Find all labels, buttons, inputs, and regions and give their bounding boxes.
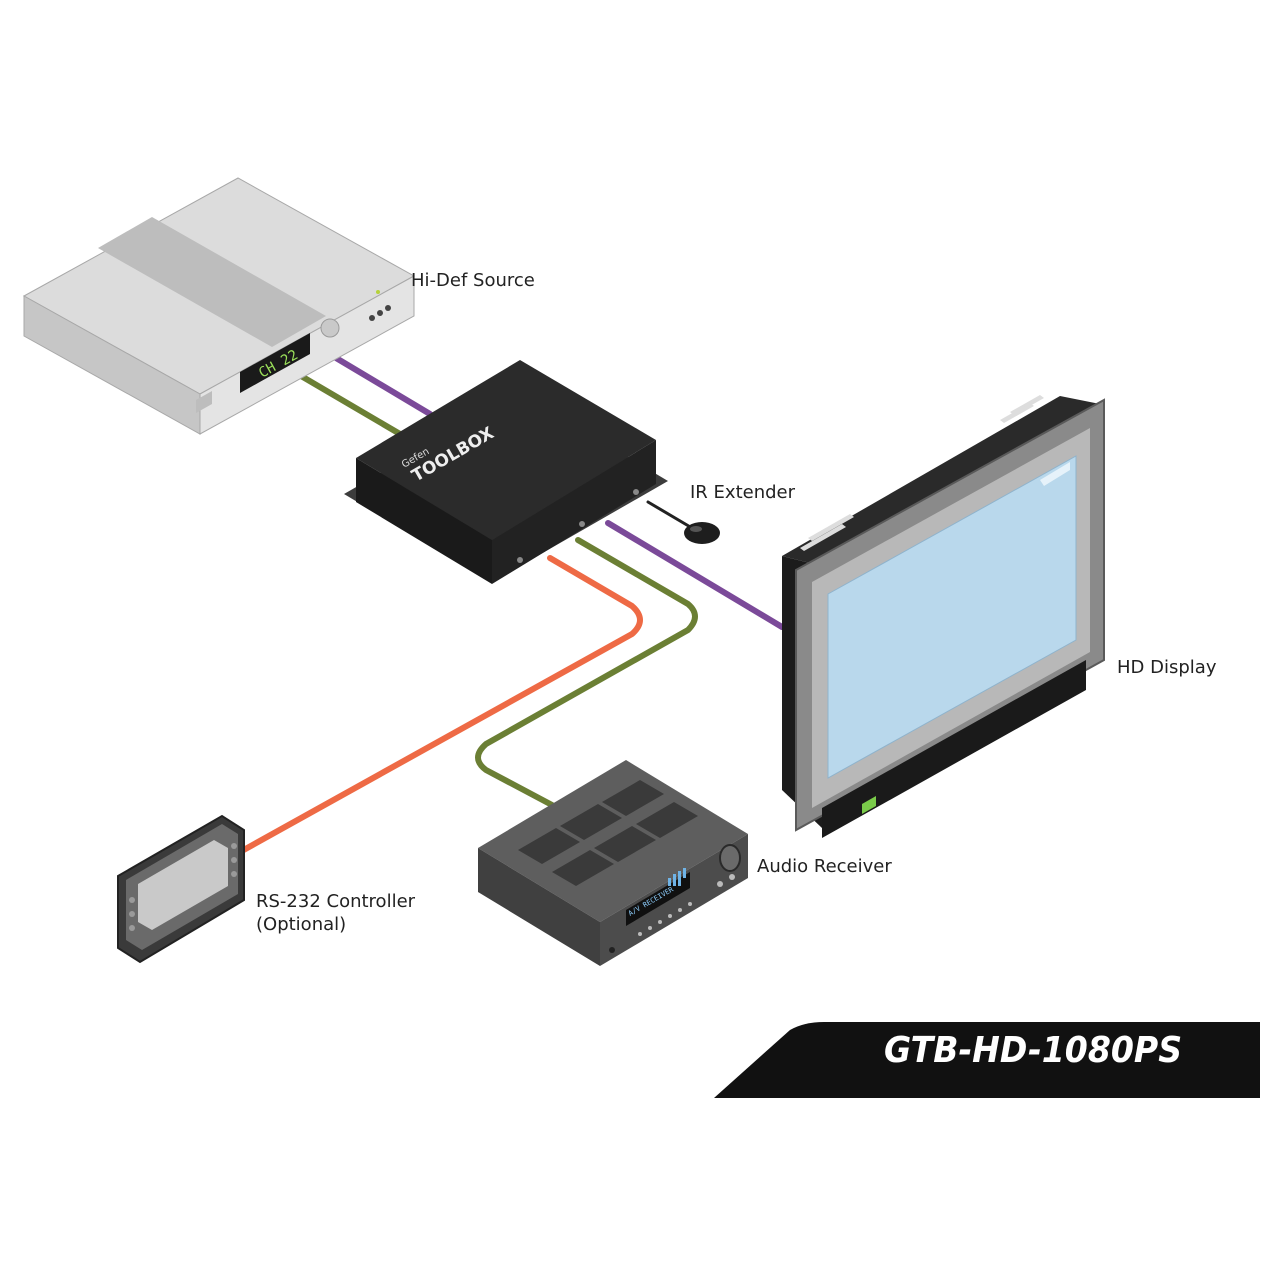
label-rs232-optional: (Optional) bbox=[256, 914, 347, 935]
rs232-controller-device bbox=[117, 814, 245, 964]
audio-cable-source bbox=[293, 370, 403, 437]
audio-receiver-device bbox=[478, 760, 748, 966]
source-display-window bbox=[240, 333, 310, 393]
label-rs232-controller: RS-232 Controller bbox=[256, 891, 416, 912]
source-nav-pad bbox=[320, 318, 340, 338]
label-ir-extender: IR Extender bbox=[690, 482, 796, 503]
ir-extender-device bbox=[684, 522, 720, 544]
source-power-led bbox=[376, 290, 380, 294]
model-name: GTB-HD-1080PS bbox=[884, 1030, 1183, 1071]
hdmi-cable-display bbox=[605, 520, 785, 630]
audio-cable-receiver bbox=[475, 537, 698, 808]
label-hi-def-source: Hi-Def Source bbox=[411, 270, 535, 291]
toolbox-device bbox=[344, 360, 668, 584]
hi-def-source-device bbox=[22, 177, 416, 435]
hdmi-cable-source bbox=[323, 349, 433, 417]
hd-display-screen bbox=[827, 455, 1077, 779]
ir-extender-wire bbox=[646, 500, 694, 530]
controller-screen bbox=[138, 840, 228, 930]
rs232-cable bbox=[237, 555, 643, 855]
hd-display-device bbox=[782, 395, 1105, 838]
receiver-volume-knob bbox=[719, 844, 741, 872]
cables bbox=[237, 349, 785, 855]
label-audio-receiver: Audio Receiver bbox=[757, 856, 892, 877]
model-banner bbox=[714, 1022, 1260, 1098]
label-hd-display: HD Display bbox=[1117, 657, 1217, 678]
